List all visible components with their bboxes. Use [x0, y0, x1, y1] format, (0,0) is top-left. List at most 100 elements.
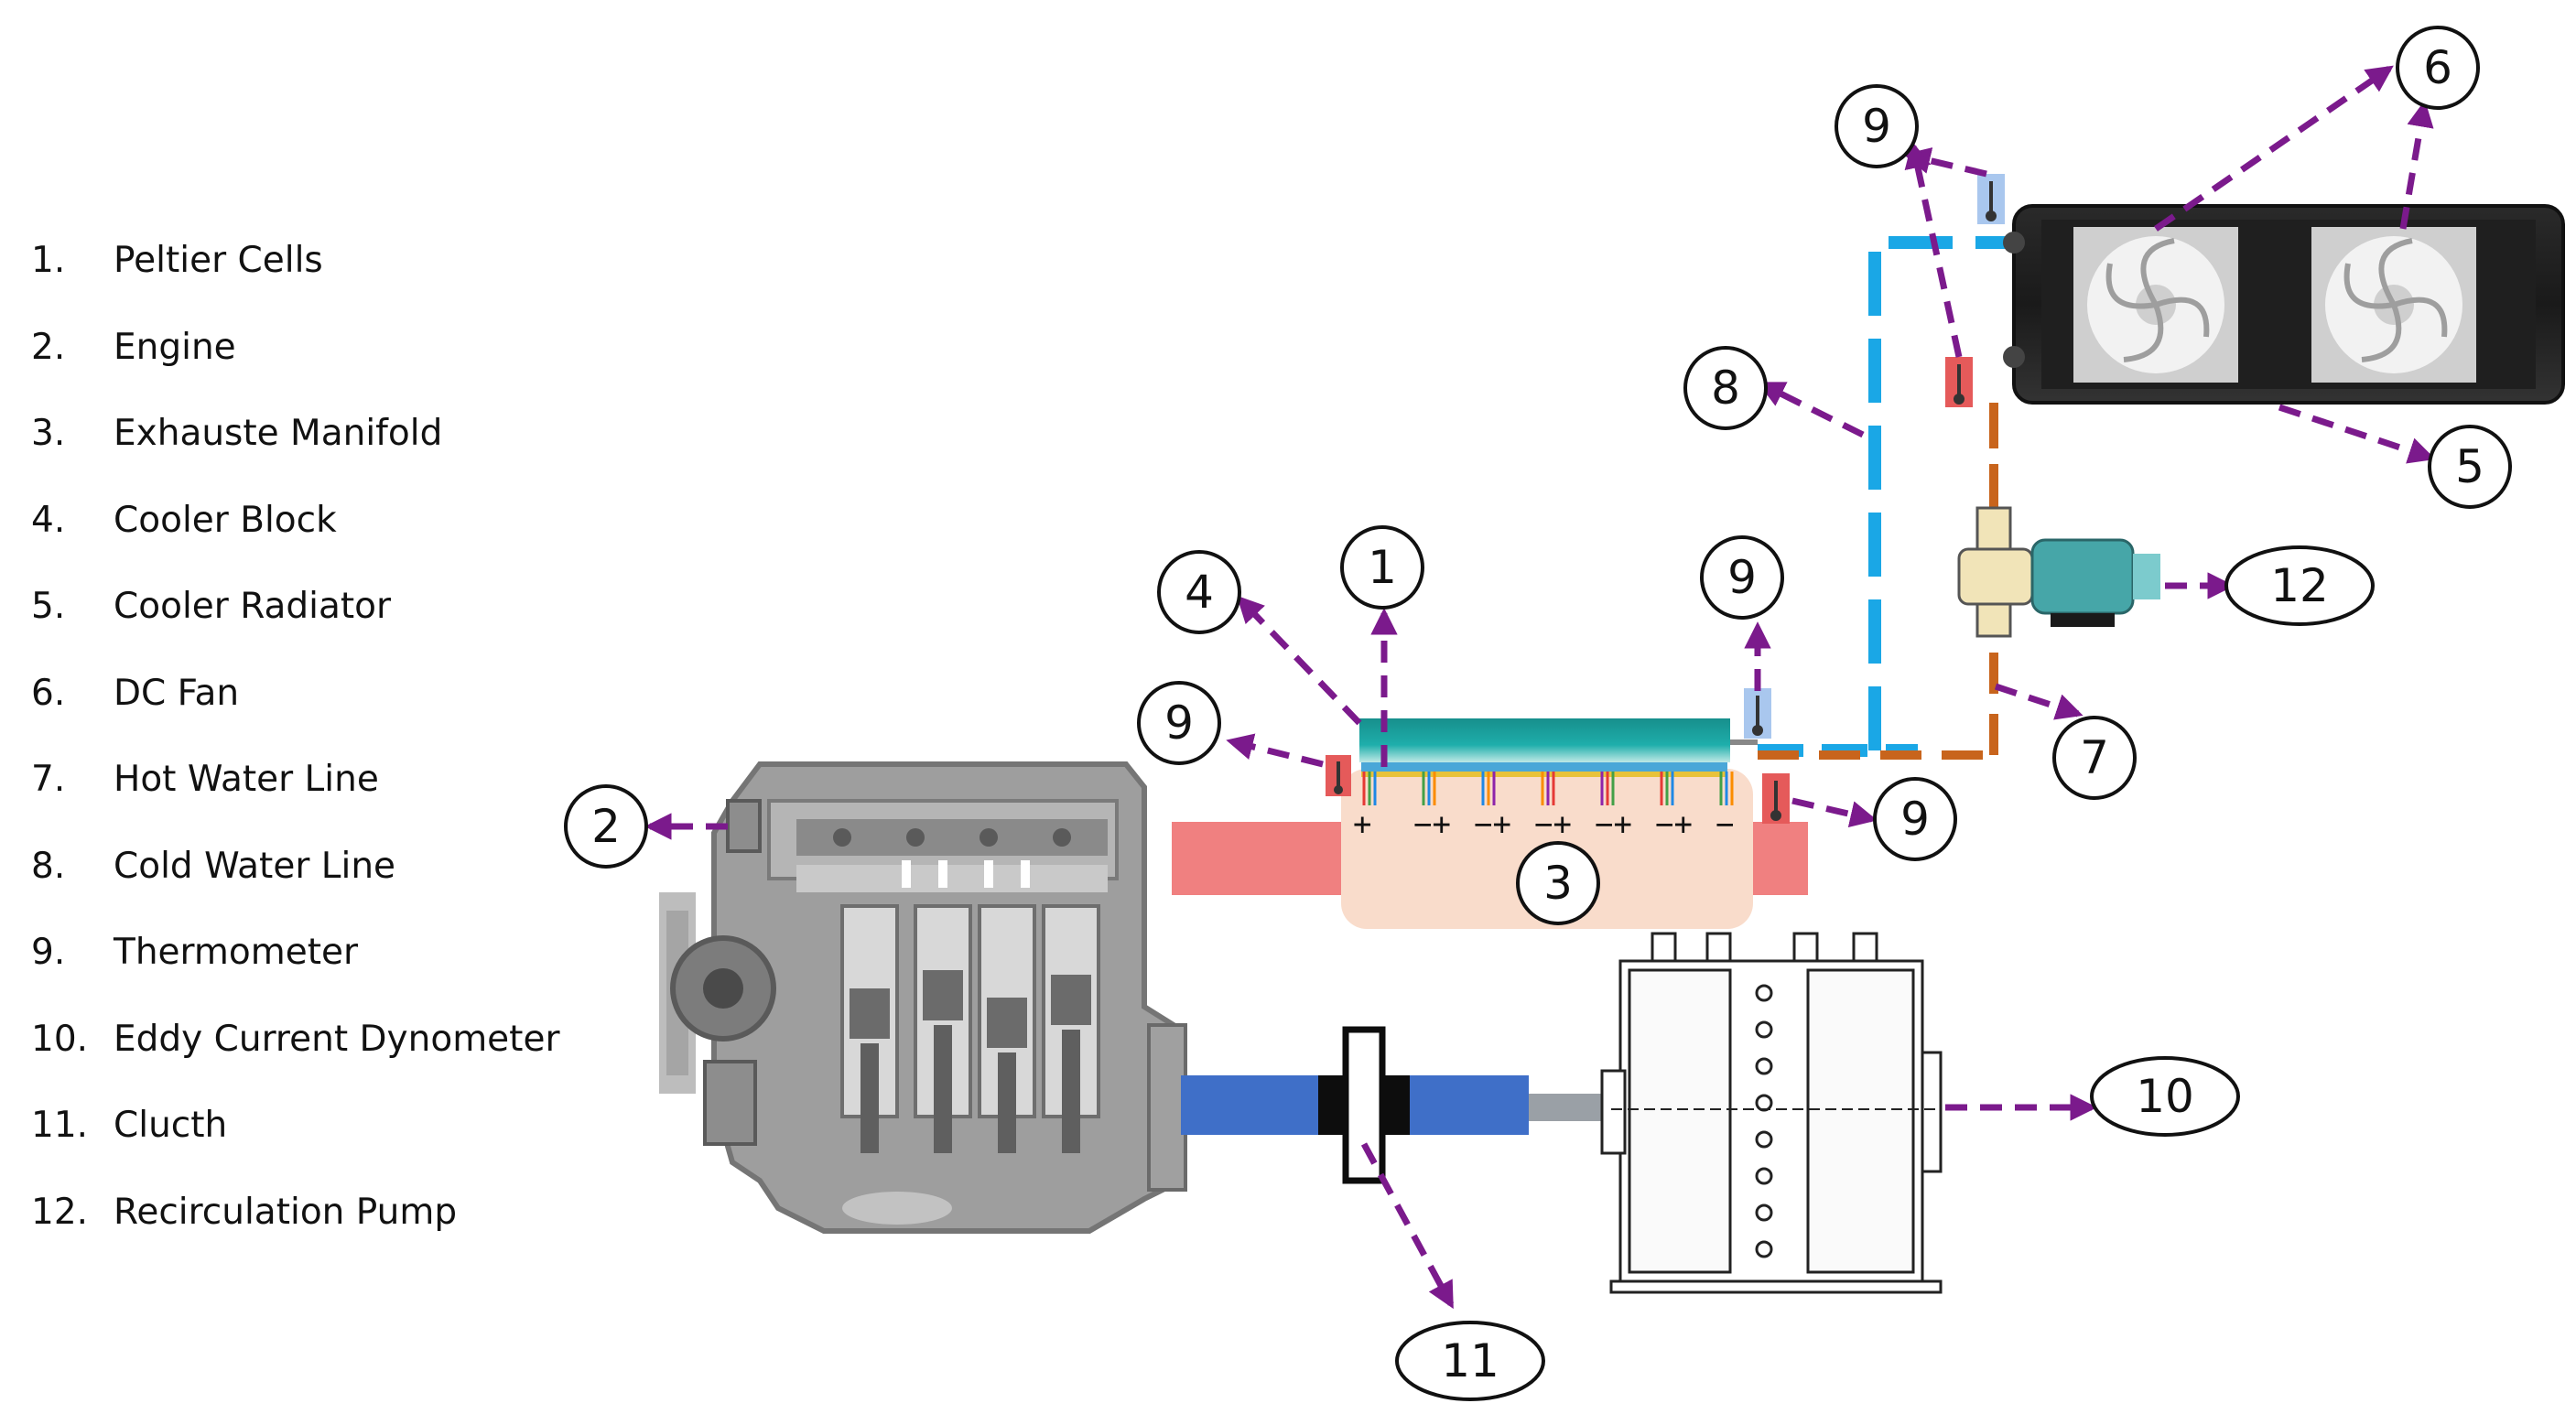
callout-arrows [644, 65, 2436, 1310]
eddy-current-dynamometer [1600, 932, 1943, 1294]
legend-number: 6. [31, 672, 66, 714]
legend-number: 1. [31, 240, 66, 281]
callout-9b-label: 9 [1727, 551, 1757, 604]
legend-number: 3. [31, 413, 66, 454]
arrow-thermo-radiator-hot [1904, 141, 1963, 358]
peltier-polarity-sign: −+ [1655, 806, 1693, 843]
callout-9c-circle [1873, 777, 1957, 861]
dc-fan-2 [2311, 227, 2476, 383]
legend-item: 3.Exhauste Manifold [31, 406, 580, 461]
callout-3-circle [1516, 841, 1600, 925]
callout-9d-label: 9 [1862, 100, 1891, 153]
legend-item: 5. Cooler Radiator [31, 579, 580, 634]
callout-4-label: 4 [1185, 566, 1214, 619]
legend-item: 4. Cooler Block [31, 493, 580, 548]
callout-7-circle [2052, 716, 2137, 800]
thermometer-radiator-hot [1945, 357, 1973, 407]
peltier-polarity-sign: + [1353, 806, 1371, 843]
callout-markers [564, 26, 2512, 1401]
cooler-block [1359, 718, 1758, 762]
callout-12-label: 12 [2270, 559, 2329, 612]
callout-6-circle [2396, 26, 2480, 110]
peltier-polarity-sign: −+ [1595, 806, 1632, 843]
callout-2-label: 2 [591, 800, 621, 853]
arrow-cold-line [1757, 381, 1865, 438]
callout-3-label: 3 [1543, 857, 1573, 910]
hot-water-line [1758, 403, 1998, 760]
arrow-thermo-radiator-top [1903, 147, 1987, 178]
callout-9a-label: 9 [1164, 696, 1194, 750]
legend-label: Cold Water Line [114, 845, 396, 887]
peltier-polarity-sign: −+ [1474, 806, 1511, 843]
arrow-hot-line [1994, 683, 2084, 720]
legend-label: Hot Water Line [114, 759, 379, 800]
callout-5-circle [2428, 425, 2512, 509]
peltier-polarity-sign: − [1716, 806, 1734, 843]
legend-label: Cooler Block [114, 499, 337, 541]
callout-2-circle [564, 784, 648, 869]
callout-8-label: 8 [1711, 362, 1740, 415]
legend-item: 9. Thermometer [31, 925, 580, 980]
legend-label: Clucth [114, 1105, 228, 1146]
arrow-fan-2 [2399, 100, 2434, 230]
legend-number: 12. [31, 1191, 89, 1233]
callout-11-ellipse [1395, 1321, 1545, 1401]
callout-9b-circle [1700, 535, 1784, 620]
legend-label: Peltier Cells [114, 240, 323, 281]
peltier-polarity: +−+−+−+−+−+− [1353, 806, 1734, 843]
callout-4-circle [1157, 550, 1241, 634]
callout-labels: 1 4 9 2 3 9 9 7 12 8 9 5 6 10 11 [591, 41, 2484, 1387]
arrow-fan-1 [2154, 65, 2394, 232]
callout-1-circle [1340, 525, 1424, 610]
callout-10-label: 10 [2136, 1070, 2194, 1123]
callout-12-ellipse [2224, 545, 2375, 626]
callout-9c-label: 9 [1900, 793, 1930, 846]
legend-item: 8. Cold Water Line [31, 839, 580, 894]
legend-number: 11. [31, 1105, 89, 1146]
thermometer-block-outlet [1744, 688, 1771, 739]
clutch [1318, 1026, 1410, 1184]
callout-8-circle [1683, 346, 1768, 430]
recirculation-pump [1957, 506, 2160, 638]
legend-item: 2. Engine [31, 320, 580, 375]
callout-11-label: 11 [1441, 1334, 1499, 1387]
legend-label: DC Fan [114, 672, 240, 714]
legend-item: 12.Recirculation Pump [31, 1185, 580, 1240]
peltier-cells [1361, 762, 1727, 777]
arrow-thermo-left [1226, 733, 1324, 768]
thermometer-manifold-outlet [1762, 773, 1790, 824]
legend-label: Engine [114, 326, 236, 368]
callout-1-label: 1 [1368, 541, 1397, 594]
legend-number: 7. [31, 759, 66, 800]
legend-number: 5. [31, 586, 66, 627]
callout-7-label: 7 [2080, 731, 2109, 784]
legend-number: 8. [31, 845, 66, 887]
thermometer-radiator-top [1977, 174, 2005, 224]
callout-5-label: 5 [2455, 440, 2484, 493]
legend-number: 9. [31, 932, 66, 973]
dc-fan-1 [2073, 227, 2238, 383]
legend-item: 6. DC Fan [31, 666, 580, 721]
legend-number: 2. [31, 326, 66, 368]
arrow-radiator [2278, 404, 2436, 464]
callout-9a-circle [1137, 681, 1221, 765]
legend-label: Eddy Current Dynometer [114, 1018, 560, 1060]
peltier-leads [1362, 772, 1734, 805]
engine [659, 761, 1187, 1234]
legend-number: 4. [31, 499, 66, 541]
legend-item: 1. Peltier Cells [31, 233, 580, 288]
legend-label: Thermometer [114, 932, 359, 973]
arrow-clutch [1360, 1142, 1455, 1310]
legend-label: Cooler Radiator [114, 586, 392, 627]
peltier-polarity-sign: −+ [1534, 806, 1572, 843]
callout-9d-circle [1835, 84, 1919, 168]
peltier-polarity-sign: −+ [1413, 806, 1451, 843]
thermometer-manifold-inlet [1326, 755, 1351, 796]
legend-item: 11. Clucth [31, 1098, 580, 1153]
callout-10-ellipse [2090, 1056, 2240, 1137]
arrow-cooler-block [1236, 595, 1362, 726]
legend-number: 10. [31, 1018, 89, 1060]
arrow-thermo-manifold [1791, 797, 1878, 828]
cold-water-line [1758, 236, 2014, 757]
